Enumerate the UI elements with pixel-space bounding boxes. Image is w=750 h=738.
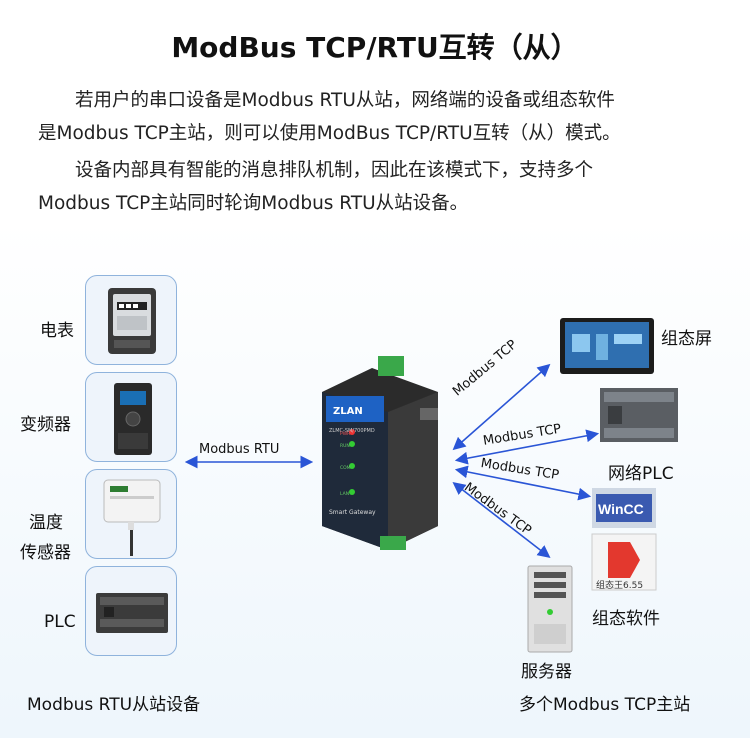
inverter-label: 变频器 [20, 415, 71, 435]
kingview-logo-icon [591, 533, 657, 591]
wincc-logo-icon [592, 488, 656, 528]
gateway-led-lan: LAN [340, 491, 349, 497]
intro-line-2: 是Modbus TCP主站，则可以使用ModBus TCP/RTU互转（从）模式… [38, 123, 621, 144]
wincc-logo-text: WinCC [598, 501, 644, 517]
meter-box [85, 275, 177, 365]
server-icon [527, 565, 573, 653]
tcp-link-arrow-plc [454, 429, 600, 465]
queue-paragraph: 设备内部具有智能的消息排队机制，因此在该模式下，支持多个 Modbus TCP主… [38, 154, 728, 220]
electric-meter-icon [108, 288, 156, 354]
gateway-brand: ZLAN [333, 406, 363, 417]
meter-label: 电表 [40, 321, 74, 341]
hmi-screen-icon [560, 318, 654, 374]
gateway-device [322, 356, 438, 550]
rtu-link-label: Modbus RTU [199, 442, 280, 457]
gateway-name: Smart Gateway [329, 509, 376, 516]
gateway-led-pwr: PWR [340, 431, 350, 437]
intro-paragraph: 若用户的串口设备是Modbus RTU从站，网络端的设备或组态软件 是Modbu… [38, 84, 728, 150]
network-plc-icon [600, 388, 678, 442]
tcp-link-arrow-server [452, 482, 551, 558]
intro-line-1: 若用户的串口设备是Modbus RTU从站，网络端的设备或组态软件 [75, 90, 615, 111]
temperature-sensor-icon [103, 479, 161, 556]
temp-sensor-box [85, 469, 177, 559]
inverter-box [85, 372, 177, 462]
gateway-led-com: COM [340, 465, 351, 471]
gateway-led-run: RUN [340, 443, 350, 449]
plc-icon [96, 593, 168, 633]
software-label: 组态软件 [592, 609, 660, 629]
temp-sensor-label-1: 温度 [29, 513, 63, 533]
plc-label: PLC [44, 612, 76, 632]
page-title: ModBus TCP/RTU互转（从） [171, 31, 579, 64]
queue-line-1: 设备内部具有智能的消息排队机制，因此在该模式下，支持多个 [75, 160, 594, 181]
gateway-model: ZLMC-SM/700PMD [329, 428, 375, 434]
plc-box [85, 566, 177, 656]
server-label: 服务器 [521, 662, 572, 682]
inverter-icon [114, 383, 152, 455]
queue-line-2: Modbus TCP主站同时轮询Modbus RTU从站设备。 [38, 193, 469, 214]
temp-sensor-label-2: 传感器 [20, 543, 71, 563]
network-plc-label: 网络PLC [608, 464, 674, 484]
tcp-masters-caption: 多个Modbus TCP主站 [519, 695, 691, 715]
kingview-logo-text: 组态王6.55 [596, 579, 643, 591]
rtu-slaves-caption: Modbus RTU从站设备 [27, 695, 201, 715]
hmi-label: 组态屏 [661, 329, 712, 349]
